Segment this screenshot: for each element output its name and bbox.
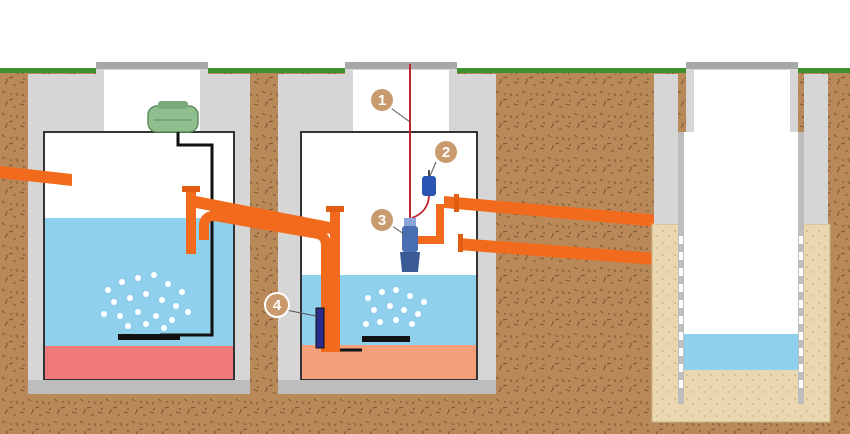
transfer-pipe: [182, 186, 344, 352]
tank-2-lid: [345, 62, 457, 69]
float-switch-icon: [411, 170, 436, 219]
callout-3: 3: [369, 207, 405, 235]
filtration-well: [651, 62, 831, 423]
well-concrete-left: [654, 74, 678, 224]
callout-1-label: 1: [378, 92, 386, 109]
tank-1-lid: [96, 62, 208, 69]
aerator-bubbles: [101, 272, 191, 331]
well-lid: [686, 62, 798, 69]
aerator-bubbles-2: [363, 287, 427, 327]
tank-2-neck-opening: [353, 70, 449, 140]
compressor-icon: [147, 101, 199, 133]
callout-4: 4: [264, 292, 317, 318]
callout-2-label: 2: [442, 144, 450, 161]
septic-tank-1: [28, 62, 250, 394]
well-water: [684, 334, 798, 370]
tank-1-base: [28, 380, 250, 394]
pump-icon: [400, 218, 420, 272]
well-gravel: [684, 370, 798, 404]
callout-1: 1: [369, 87, 411, 123]
airlift-icon: [315, 307, 325, 349]
sky: [0, 0, 850, 70]
callout-4-label: 4: [273, 297, 282, 314]
inlet-pipe: [0, 166, 72, 186]
tank-1-aerator: [118, 334, 180, 340]
well-neck-opening: [694, 70, 790, 134]
tank-2-base: [278, 380, 496, 394]
well-concrete-right: [804, 74, 828, 224]
callout-3-label: 3: [378, 212, 386, 229]
callout-2: 2: [429, 139, 459, 177]
tank-2-aerator: [362, 336, 410, 342]
tank-1-sludge: [45, 346, 233, 379]
